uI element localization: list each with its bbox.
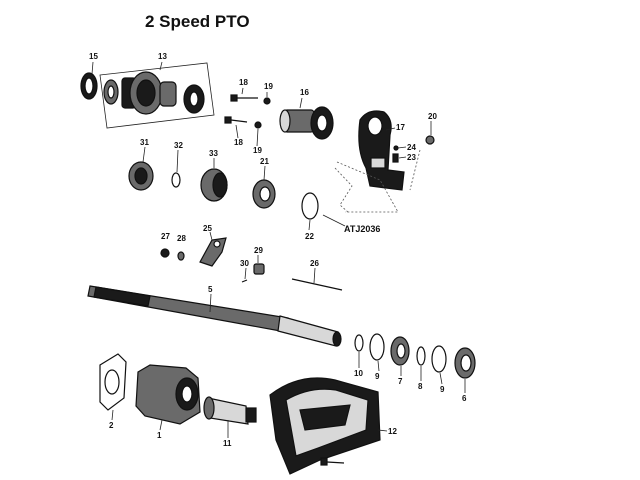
part-5-main-shaft xyxy=(87,285,342,347)
part-11-sleeve xyxy=(203,396,257,425)
part-31-gear xyxy=(128,161,154,191)
callout-10: 10 xyxy=(354,369,363,378)
callout-28: 28 xyxy=(177,234,186,243)
callout-24: 24 xyxy=(407,143,416,152)
part-7-bearing xyxy=(390,336,410,366)
part-29-block xyxy=(253,263,265,275)
part-16-bearing-housing xyxy=(279,106,334,140)
diagram-title: 2 Speed PTO xyxy=(145,12,250,31)
part-1-housing xyxy=(135,364,201,425)
part-10-ring xyxy=(354,334,364,352)
part-17-shift-bracket xyxy=(358,110,405,191)
part-2-gasket xyxy=(99,353,127,411)
callout-26: 26 xyxy=(310,259,319,268)
callout-12: 12 xyxy=(388,427,397,436)
callout-33: 33 xyxy=(209,149,218,158)
callout-30: 30 xyxy=(240,259,249,268)
callout-9-left: 9 xyxy=(375,372,380,381)
part-20-pin xyxy=(425,135,435,145)
drawing-code: ATJ2036 xyxy=(344,224,380,234)
part-12-guard xyxy=(269,377,381,475)
guard-bolt xyxy=(320,457,345,466)
callout-32: 32 xyxy=(174,141,183,150)
part-19-washer-lower xyxy=(254,121,262,129)
part-28-washer xyxy=(177,251,185,261)
part-9-circlip-right xyxy=(431,345,447,373)
callout-11: 11 xyxy=(223,439,232,448)
part-18-bolt-upper xyxy=(230,94,258,102)
callout-19-upper: 19 xyxy=(264,82,273,91)
callout-23: 23 xyxy=(407,153,416,162)
callout-27: 27 xyxy=(161,232,170,241)
callout-31: 31 xyxy=(140,138,149,147)
callout-2: 2 xyxy=(109,421,114,430)
part-23-spring xyxy=(392,153,399,163)
part-13-gear-cluster xyxy=(103,71,205,115)
callout-22: 22 xyxy=(305,232,314,241)
part-19-washer-upper xyxy=(263,97,271,105)
part-25-shift-fork xyxy=(199,237,227,267)
part-30-pin xyxy=(241,279,248,283)
part-33-gear xyxy=(200,168,228,202)
part-26-shift-rod xyxy=(291,278,343,291)
callout-21: 21 xyxy=(260,157,269,166)
assembly-guide-lines xyxy=(334,149,421,213)
callout-25: 25 xyxy=(203,224,212,233)
part-21-bearing xyxy=(252,179,276,209)
part-8-ring xyxy=(416,346,426,366)
callout-labels: 15 13 18 19 16 17 20 18 19 24 23 31 32 3… xyxy=(89,52,467,448)
callout-15: 15 xyxy=(89,52,98,61)
callout-5: 5 xyxy=(208,285,213,294)
callout-18-upper: 18 xyxy=(239,78,248,87)
part-32-ring xyxy=(171,172,181,188)
part-18-bolt-lower xyxy=(224,116,248,124)
part-9-circlip-left xyxy=(369,333,385,361)
callout-13: 13 xyxy=(158,52,167,61)
callout-9-right: 9 xyxy=(440,385,445,394)
callout-29: 29 xyxy=(254,246,263,255)
callout-17: 17 xyxy=(396,123,405,132)
leader-lines xyxy=(91,61,466,438)
part-27-nut xyxy=(160,248,170,258)
callout-6: 6 xyxy=(462,394,467,403)
part-22-circlip xyxy=(301,192,319,220)
callout-16: 16 xyxy=(300,88,309,97)
callout-20: 20 xyxy=(428,112,437,121)
callout-8: 8 xyxy=(418,382,423,391)
part-24-ball xyxy=(393,145,399,151)
part-6-bearing xyxy=(454,347,476,379)
callout-1: 1 xyxy=(157,431,162,440)
callout-19-lower: 19 xyxy=(253,146,262,155)
callout-18-lower: 18 xyxy=(234,138,243,147)
gear-cluster-box-outline xyxy=(99,62,215,129)
callout-7: 7 xyxy=(398,377,403,386)
part-15-washer xyxy=(80,72,98,100)
